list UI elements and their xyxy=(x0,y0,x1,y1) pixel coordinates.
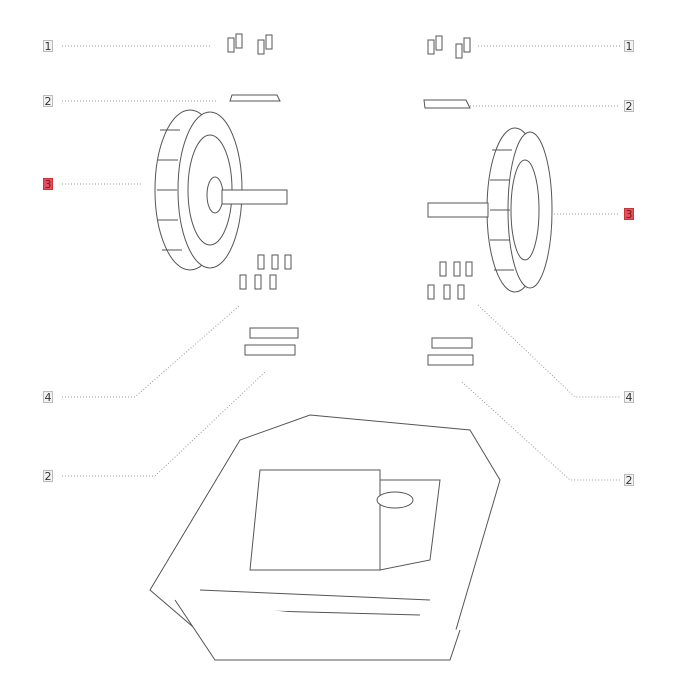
callout-left-3-highlighted[interactable]: 3 xyxy=(43,178,53,191)
callout-left-4[interactable]: 4 xyxy=(43,391,53,404)
screws-and-brackets xyxy=(227,33,474,366)
callout-left-1[interactable]: 1 xyxy=(43,40,53,53)
callout-right-2[interactable]: 2 xyxy=(624,100,634,113)
callout-right-2b[interactable]: 2 xyxy=(624,474,634,487)
chassis-base xyxy=(149,414,501,661)
callout-right-1[interactable]: 1 xyxy=(624,40,634,53)
leader-lines xyxy=(62,45,620,481)
callout-right-4[interactable]: 4 xyxy=(624,391,634,404)
callout-left-2b[interactable]: 2 xyxy=(43,470,53,483)
right-wheel xyxy=(427,127,553,293)
left-wheel xyxy=(154,109,288,271)
callout-left-2[interactable]: 2 xyxy=(43,95,53,108)
callout-right-3-highlighted[interactable]: 3 xyxy=(624,208,634,221)
